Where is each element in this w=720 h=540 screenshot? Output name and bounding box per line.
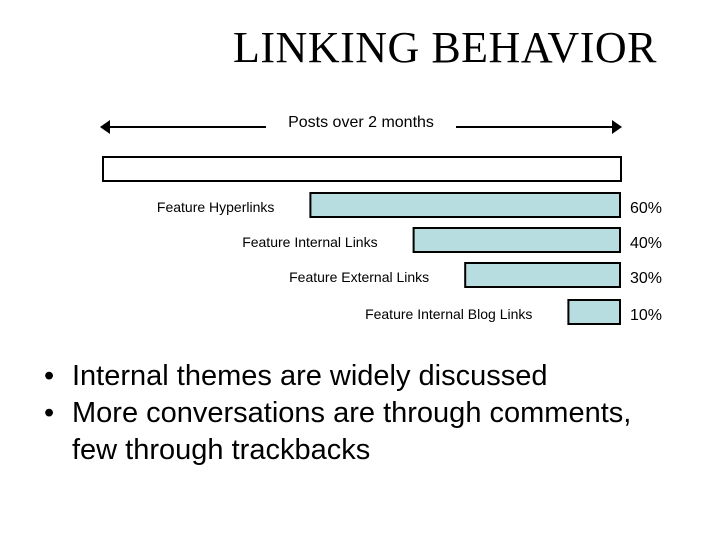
slide-title: LINKING BEHAVIOR xyxy=(233,23,657,72)
range-line-right xyxy=(456,126,616,128)
value-label: 40% xyxy=(630,235,662,252)
category-label: Feature Internal Links xyxy=(242,234,377,250)
category-label: Feature Hyperlinks xyxy=(157,199,275,215)
bullet-list: Internal themes are widely discussed Mor… xyxy=(44,358,684,469)
category-label: Feature Internal Blog Links xyxy=(365,306,532,322)
value-label: 10% xyxy=(630,307,662,324)
right-arrow-icon xyxy=(612,120,622,134)
bullet-item: More conversations are through comments,… xyxy=(44,395,684,469)
left-arrow-icon xyxy=(100,120,110,134)
category-label: Feature External Links xyxy=(289,269,429,285)
bar-2 xyxy=(464,262,622,288)
value-label: 30% xyxy=(630,270,662,287)
value-label: 60% xyxy=(630,200,662,217)
bar-0 xyxy=(309,192,621,218)
bullet-item: Internal themes are widely discussed xyxy=(44,358,684,395)
bar-1 xyxy=(412,227,621,253)
bar-3 xyxy=(567,299,622,325)
range-label: Posts over 2 months xyxy=(288,114,434,131)
total-posts-bar xyxy=(102,156,622,182)
posts-range-indicator: Posts over 2 months xyxy=(100,112,622,140)
range-line-left xyxy=(106,126,266,128)
